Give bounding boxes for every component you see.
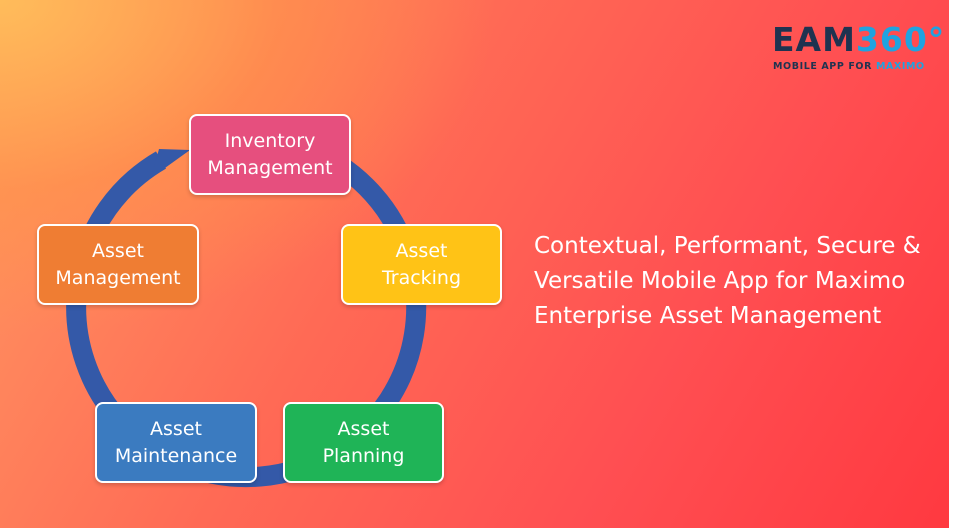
- logo-wordmark: EAM360°: [772, 22, 945, 58]
- node-asset-tracking: Asset Tracking: [341, 224, 502, 305]
- logo-subtitle-accent: MAXIMO: [875, 61, 925, 72]
- node-inventory-management: Inventory Management: [189, 114, 351, 195]
- tagline-line-2: Versatile Mobile App for Maximo: [534, 268, 906, 294]
- cycle-arrowhead-icon: [151, 149, 190, 178]
- logo-subtitle-dark: MOBILE APP FOR: [773, 61, 876, 72]
- logo-wordmark-accent: 360°: [855, 20, 946, 59]
- node-label-line1: Asset: [337, 417, 390, 440]
- product-tagline: Contextual, Performant, Secure & Versati…: [534, 229, 944, 334]
- node-label-line2: Planning: [322, 444, 405, 467]
- node-asset-planning: Asset Planning: [283, 402, 444, 483]
- right-edge-strip: [949, 0, 960, 528]
- node-label-line2: Tracking: [381, 266, 462, 289]
- node-label-line1: Asset: [92, 239, 144, 262]
- logo-wordmark-dark: EAM: [772, 20, 856, 59]
- logo-subtitle: MOBILE APP FOR MAXIMO: [773, 61, 925, 72]
- node-asset-maintenance: Asset Maintenance: [95, 402, 257, 483]
- node-asset-management: Asset Management: [37, 224, 199, 305]
- node-label-line1: Asset: [395, 239, 448, 262]
- eam360-logo: EAM360° MOBILE APP FOR MAXIMO: [772, 22, 944, 74]
- node-label-line2: Management: [207, 156, 333, 179]
- tagline-line-1: Contextual, Performant, Secure &: [534, 233, 921, 259]
- tagline-line-3: Enterprise Asset Management: [534, 303, 882, 329]
- node-label-line1: Asset: [150, 417, 202, 440]
- node-label-line2: Maintenance: [114, 444, 238, 467]
- node-label-line2: Management: [55, 266, 181, 289]
- node-label-line1: Inventory: [224, 129, 316, 152]
